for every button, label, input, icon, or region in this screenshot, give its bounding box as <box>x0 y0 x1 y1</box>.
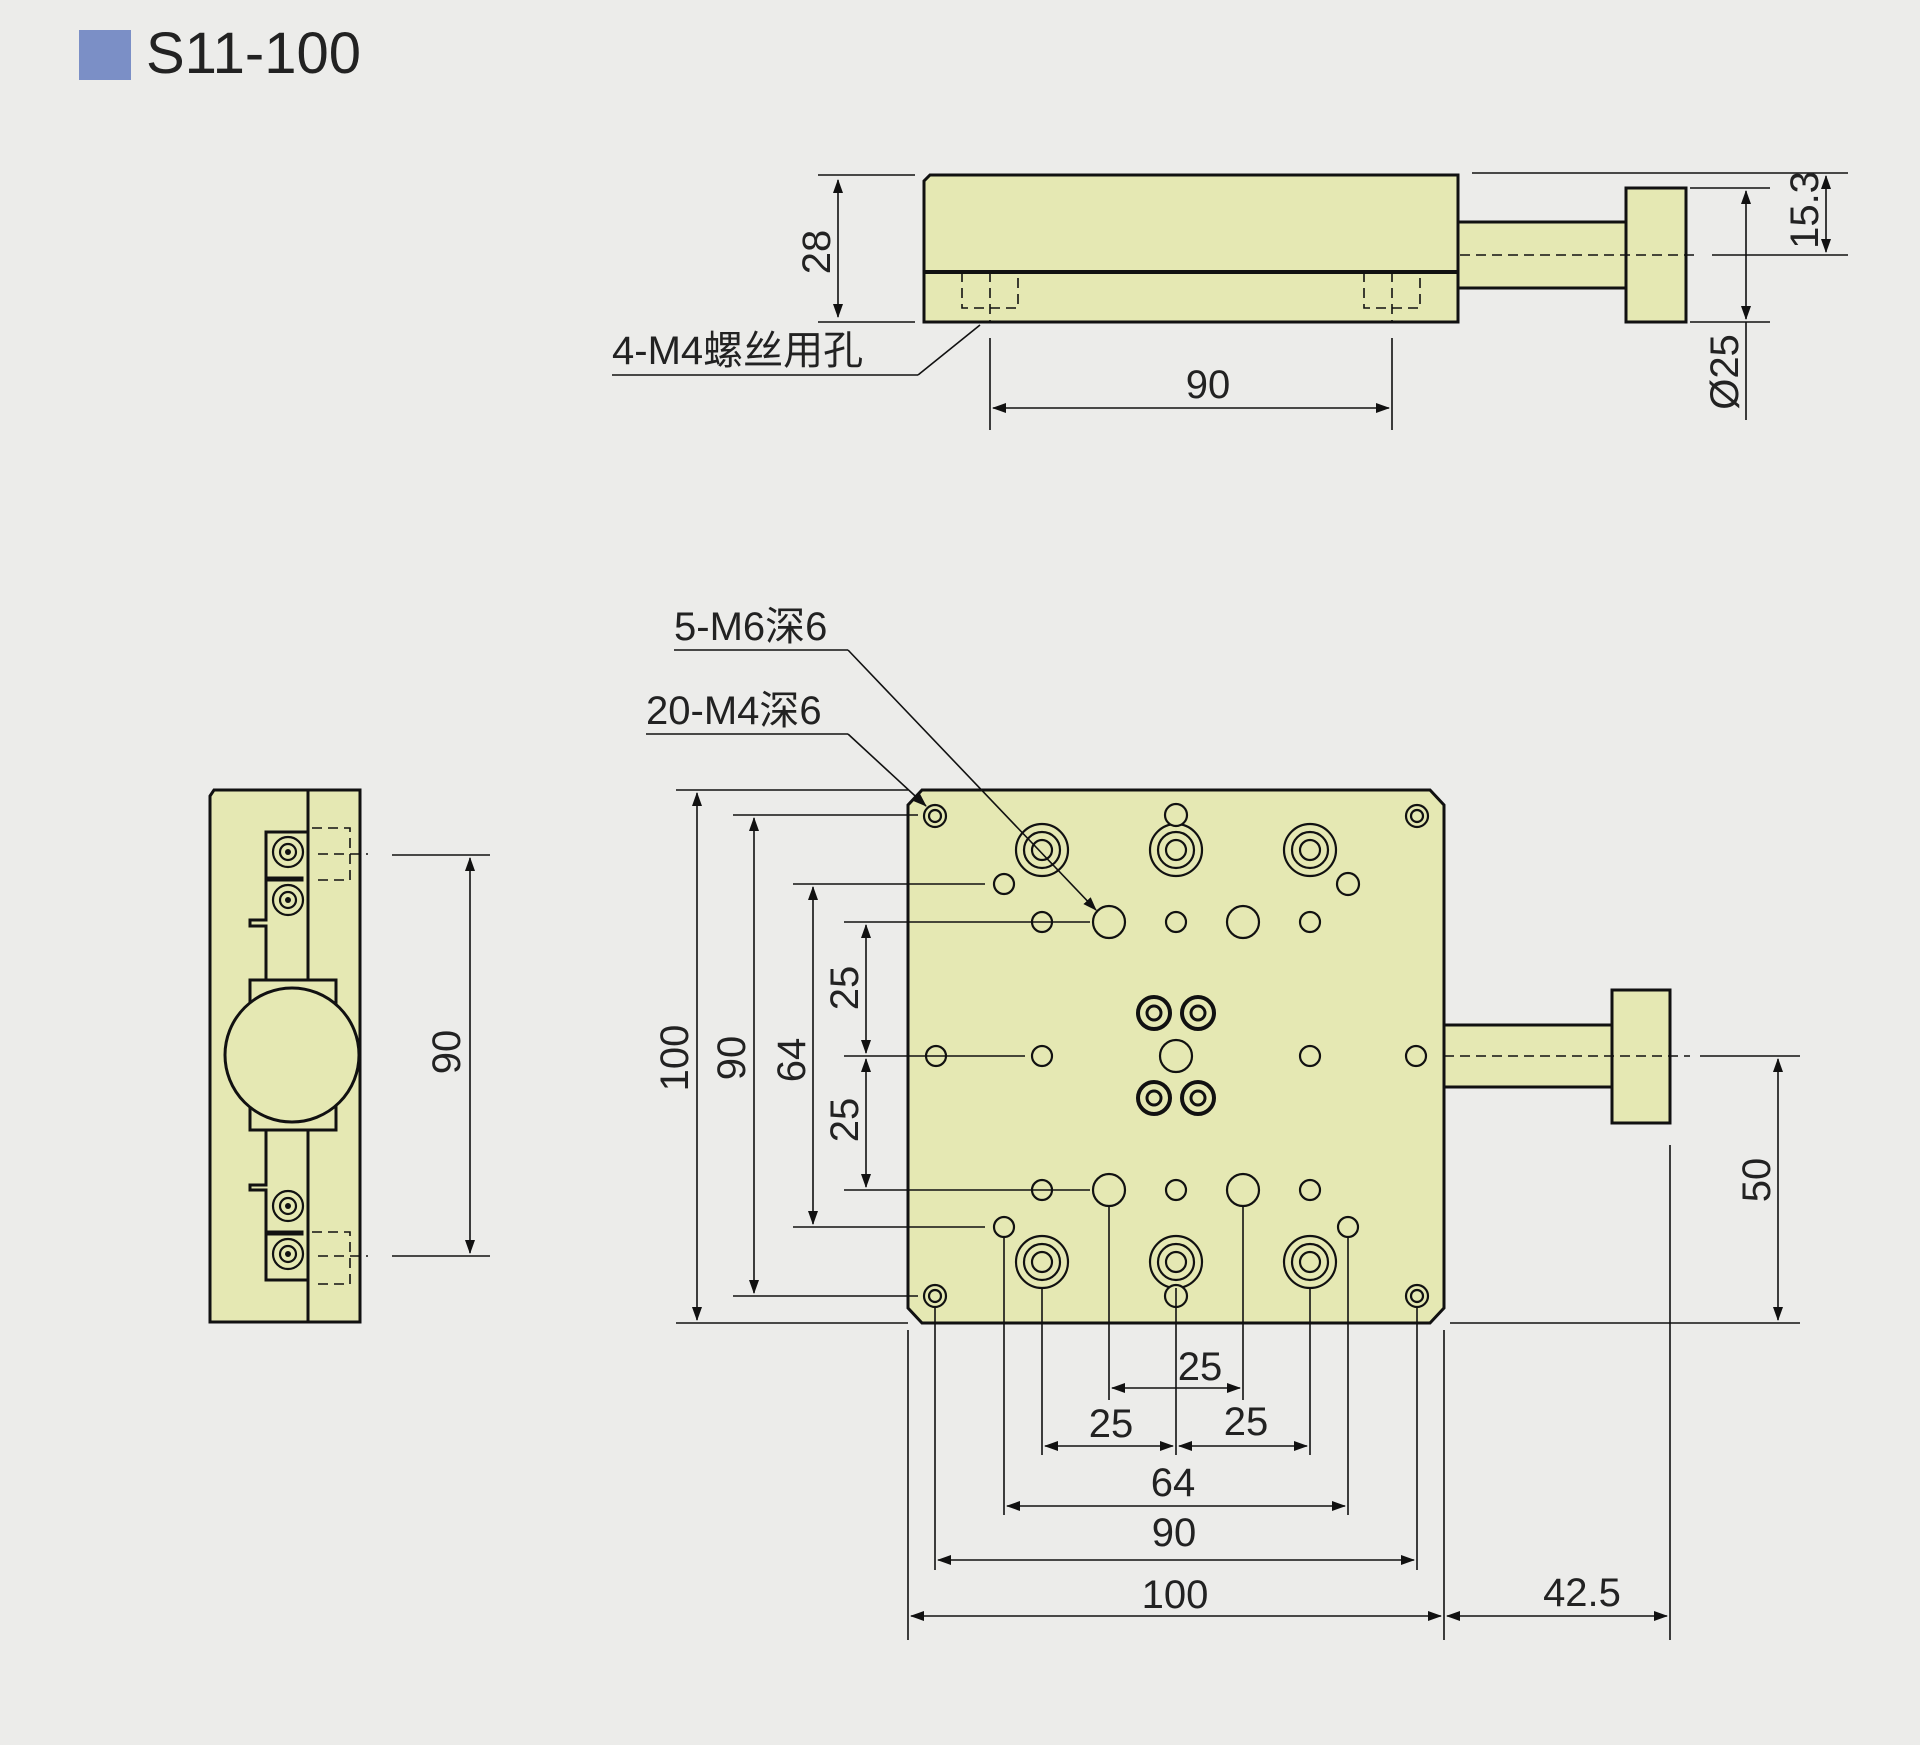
outer-holes-height-label: 90 <box>710 1036 754 1081</box>
m6-hole <box>1091 1172 1127 1208</box>
end-hole-spacing-label: 90 <box>425 1030 469 1075</box>
center-screw-2 <box>1180 995 1216 1031</box>
hole-spacing-label: 90 <box>1186 363 1231 407</box>
m4-hole-corner-tr <box>1404 803 1430 829</box>
m4-hole <box>1298 1044 1322 1068</box>
center-screw-3 <box>1136 1080 1172 1116</box>
m4-hole-corner-bl <box>922 1283 948 1309</box>
m4-hole <box>1163 802 1189 828</box>
m4-hole <box>992 872 1016 896</box>
top-pitch-label: 25 <box>1178 1345 1223 1389</box>
counterbore-screw-top-right <box>1282 822 1338 878</box>
center-screw-4 <box>1180 1080 1216 1116</box>
knob-height-label: 50 <box>1735 1158 1779 1203</box>
m4-hole <box>992 1215 1016 1239</box>
left-pitch-label: 25 <box>1089 1402 1134 1446</box>
m4-hole-corner-br <box>1404 1283 1430 1309</box>
bearing-screw-3 <box>271 1189 305 1223</box>
counterbore-screw-bottom-center <box>1148 1234 1204 1290</box>
m6-callout-leader <box>847 649 1097 911</box>
center-screw-1 <box>1136 995 1172 1031</box>
hidden-hole-lower <box>312 1231 368 1285</box>
outer-width-label: 90 <box>1152 1511 1197 1555</box>
right-pitch-label: 25 <box>1224 1400 1269 1444</box>
overall-width-label: 100 <box>1142 1573 1209 1617</box>
lower-pitch-label: 25 <box>823 1098 867 1143</box>
upper-pitch-label: 25 <box>823 966 867 1011</box>
counterbore-screw-bottom-right <box>1282 1234 1338 1290</box>
top-view: 5-M6深6 20-M4深6 100 90 64 25 25 50 <box>646 605 1800 1640</box>
m6-hole <box>1158 1038 1194 1074</box>
m6-hole <box>1225 1172 1261 1208</box>
counterbore-screw-top-left <box>1014 822 1070 878</box>
knob-extension-label: 42.5 <box>1543 1571 1621 1615</box>
hidden-hole-upper <box>312 827 368 881</box>
bearing-screw-1 <box>271 835 305 869</box>
knob-end <box>223 986 361 1124</box>
hidden-screw-hole-right <box>1363 272 1421 322</box>
screw-hole-callout: 4-M4螺丝用孔 <box>612 329 863 373</box>
hidden-screw-hole-left <box>961 272 1019 322</box>
counterbore-screw-top-center <box>1148 822 1204 878</box>
m4-hole <box>1164 1178 1188 1202</box>
m4-callout-leader <box>847 733 927 807</box>
m4-hole-callout: 20-M4深6 <box>646 689 822 733</box>
m4-hole <box>1030 1044 1054 1068</box>
m4-hole <box>1298 910 1322 934</box>
title-marker <box>79 30 131 80</box>
m4-hole <box>1335 871 1361 897</box>
bearing-screw-4 <box>271 1237 305 1271</box>
side-view: 28 4-M4螺丝用孔 90 15.3 Ø25 <box>612 171 1848 430</box>
m6-hole <box>1091 904 1127 940</box>
m4-hole <box>1298 1178 1322 1202</box>
stage-body-side <box>922 173 1460 324</box>
callout-leader <box>917 324 981 376</box>
m4-hole-corner-tl <box>922 803 948 829</box>
inner-holes-height-label: 64 <box>770 1038 814 1083</box>
knob-diameter-label: Ø25 <box>1703 334 1747 410</box>
m4-hole <box>1336 1215 1360 1239</box>
end-view: 90 <box>208 788 490 1324</box>
height-label: 28 <box>795 230 839 275</box>
knob-offset-label: 15.3 <box>1783 171 1827 249</box>
m6-hole <box>1225 904 1261 940</box>
bearing-screw-2 <box>271 883 305 917</box>
overall-height-label: 100 <box>653 1025 697 1092</box>
m4-hole <box>1404 1044 1428 1068</box>
inner-width-label: 64 <box>1151 1461 1196 1505</box>
m6-hole-callout: 5-M6深6 <box>674 605 827 649</box>
m4-hole <box>1164 910 1188 934</box>
page-title: S11-100 <box>146 21 361 86</box>
counterbore-screw-bottom-left <box>1014 1234 1070 1290</box>
